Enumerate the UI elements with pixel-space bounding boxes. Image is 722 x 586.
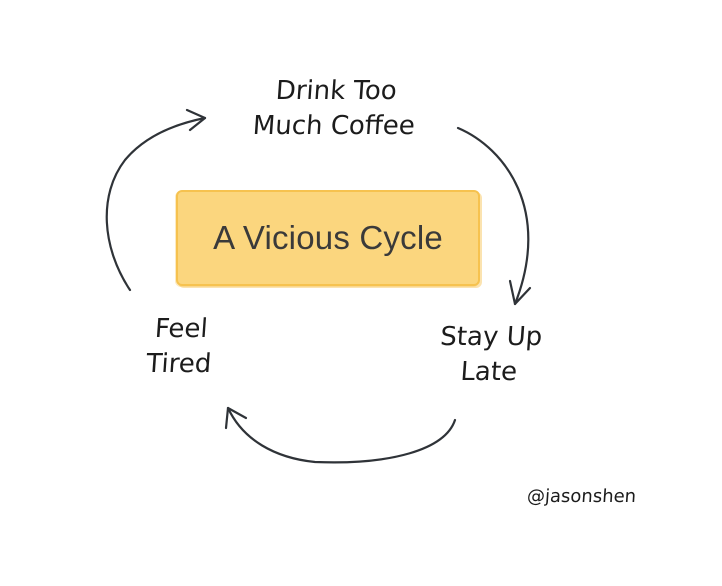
center-title: A Vicious Cycle: [213, 219, 443, 256]
node-left-line-2: Tired: [145, 349, 213, 380]
node-top-line-1: Drink Too: [274, 76, 398, 106]
node-top-line-2: Much Coffee: [251, 111, 416, 142]
node-drink-too-much-coffee: Drink Too Much Coffee: [213, 74, 458, 144]
arrowhead-stay-up-to-tired: [224, 406, 248, 430]
arrowhead-coffee-to-stay-up: [508, 279, 532, 306]
arrow-stay-up-to-tired: [226, 406, 457, 464]
node-feel-tired: Feel Tired: [108, 312, 253, 382]
arrowhead-tired-to-coffee: [185, 108, 207, 132]
node-stay-up-late: Stay Up Late: [413, 320, 568, 390]
arrow-coffee-to-stay-up: [456, 126, 530, 306]
node-right-line-1: Stay Up: [439, 322, 544, 352]
center-label-box: A Vicious Cycle: [176, 190, 480, 286]
arrow-tired-to-coffee: [105, 116, 207, 292]
author-credit: @jasonshen: [526, 486, 637, 507]
node-left-line-1: Feel: [153, 314, 209, 344]
node-right-line-2: Late: [459, 357, 519, 388]
